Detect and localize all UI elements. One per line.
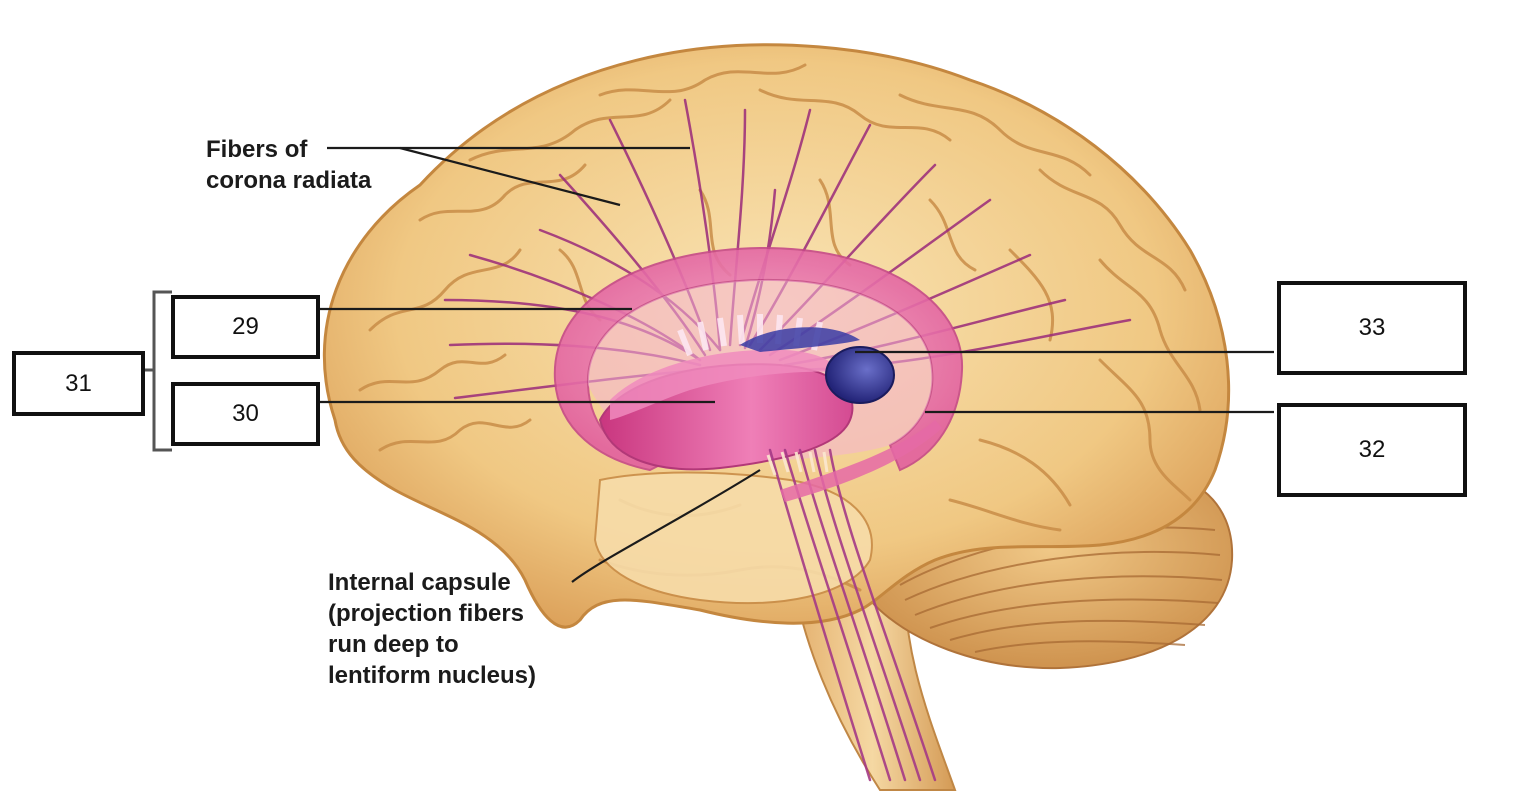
caudate-head	[610, 349, 840, 420]
internal-capsule-fibers	[768, 448, 937, 782]
label-corona-line-2: corona radiata	[206, 167, 372, 194]
thalamus-upper	[740, 327, 860, 352]
internal-capsule-striae	[766, 451, 829, 476]
label-ic-line-4: lentiform nucleus)	[328, 662, 537, 689]
label-ic-line-2: (projection fibers	[328, 600, 525, 627]
striations	[677, 314, 823, 357]
label-internal-capsule: Internal capsule (projection fibers run …	[328, 567, 536, 691]
bracket-31	[144, 290, 172, 452]
label-corona-line-1: Fibers of	[206, 136, 308, 163]
thalamus	[825, 346, 895, 404]
temporal-lobe	[593, 471, 873, 605]
answer-box-31[interactable]: 31	[12, 351, 145, 416]
answer-box-33[interactable]: 33	[1277, 281, 1467, 375]
label-ic-line-3: run deep to	[328, 631, 459, 658]
label-corona-radiata: Fibers of corona radiata	[206, 134, 371, 196]
leader-lines	[320, 146, 1274, 583]
label-ic-line-1: Internal capsule	[328, 569, 511, 596]
answer-box-32[interactable]: 32	[1277, 403, 1467, 497]
answer-box-30[interactable]: 30	[171, 382, 320, 446]
answer-box-29[interactable]: 29	[171, 295, 320, 359]
fornix-arc	[780, 420, 942, 502]
